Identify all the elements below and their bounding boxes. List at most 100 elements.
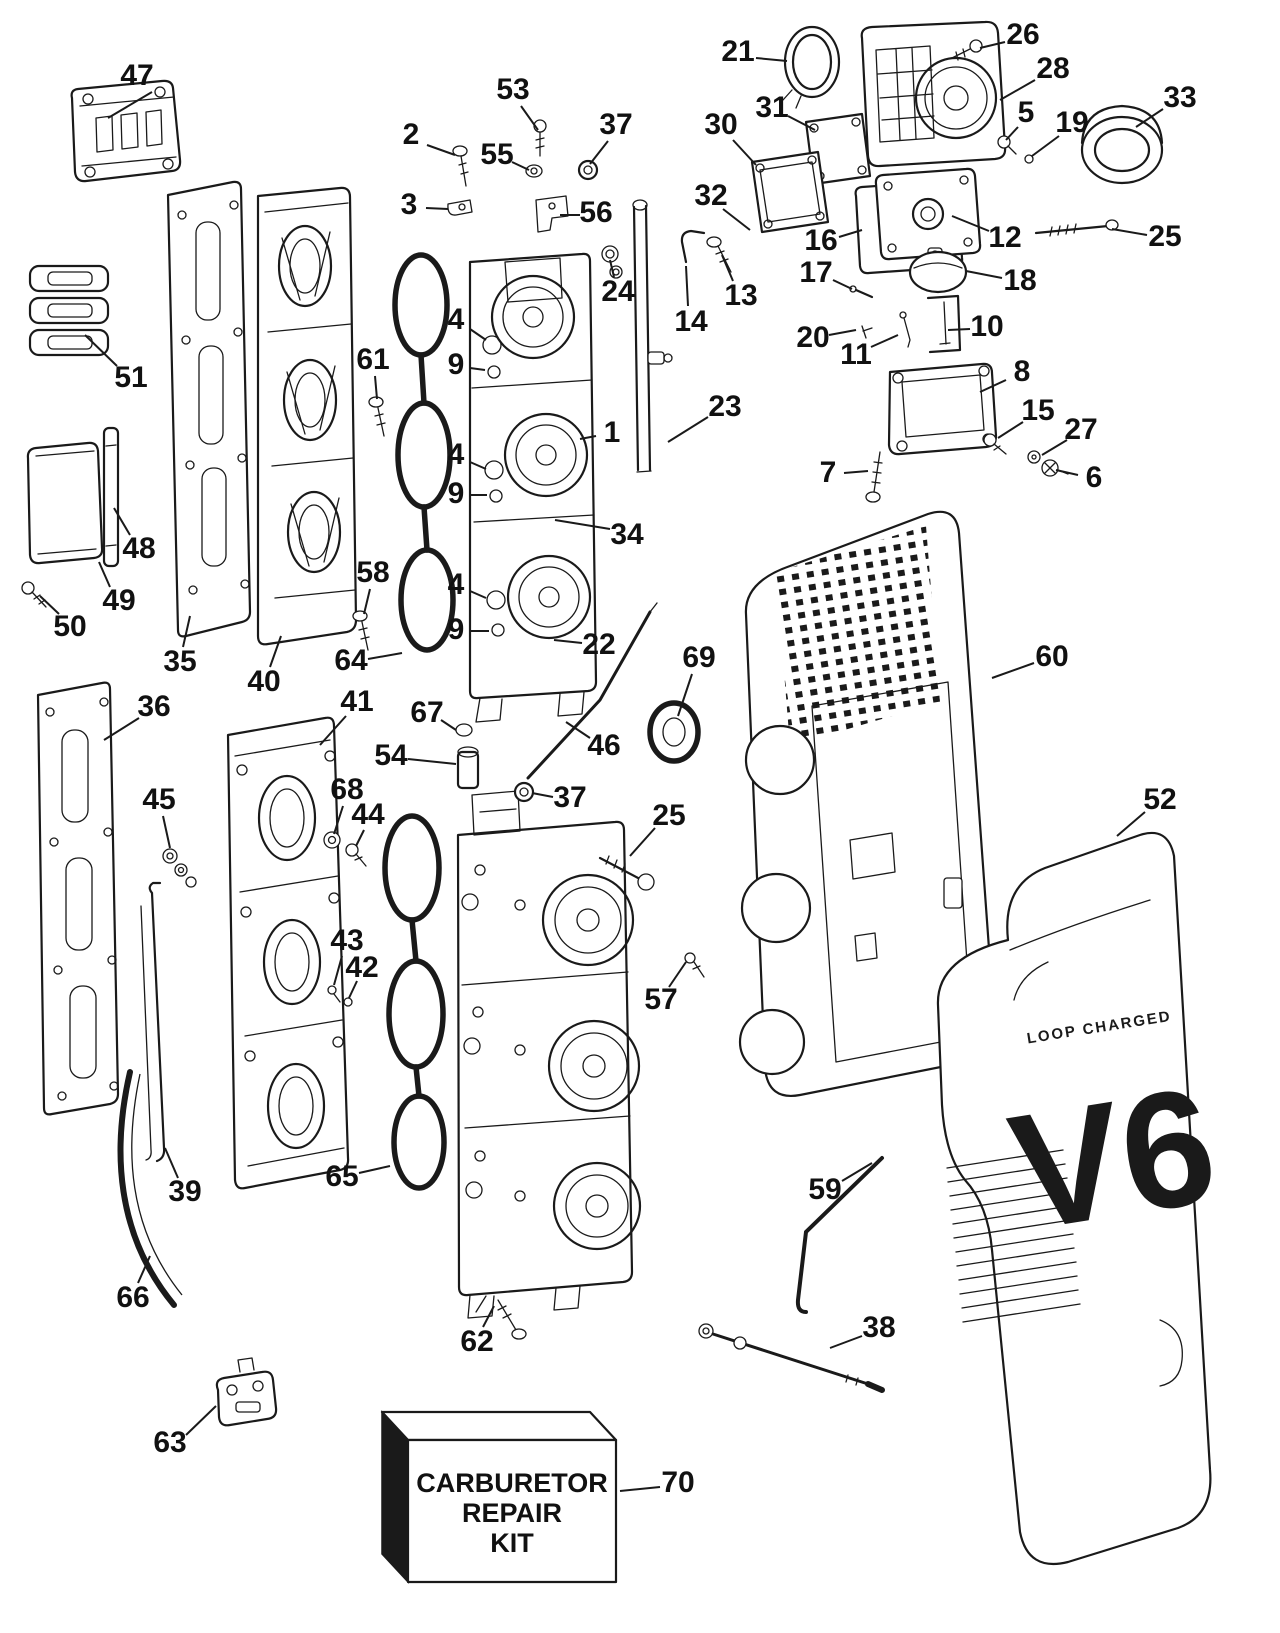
screw-50-icon bbox=[21, 581, 47, 608]
part-grommet bbox=[647, 700, 701, 764]
leader-line-53-1 bbox=[520, 105, 539, 131]
leader-line-35-49 bbox=[182, 615, 191, 648]
leader-line-34-41 bbox=[554, 519, 611, 530]
callout-9-37: 9 bbox=[448, 477, 465, 510]
leader-line-6-39 bbox=[1055, 469, 1079, 476]
part-sleeve bbox=[1080, 104, 1164, 185]
callout-7-38: 7 bbox=[820, 456, 837, 489]
leader-line-19-12 bbox=[1031, 135, 1060, 157]
leader-line-39-67 bbox=[164, 1147, 179, 1179]
leader-line-66-70 bbox=[137, 1255, 151, 1284]
callout-27-35: 27 bbox=[1064, 413, 1097, 446]
leader-line-25-18 bbox=[1111, 228, 1148, 236]
leader-line-37-61 bbox=[531, 792, 554, 798]
leader-line-8-31 bbox=[979, 379, 1007, 393]
part-gasket-plate-upper bbox=[166, 180, 252, 638]
callout-13-20: 13 bbox=[724, 279, 757, 312]
callout-52-63: 52 bbox=[1143, 783, 1176, 816]
leader-line-60-55 bbox=[991, 662, 1035, 679]
leader-line-4-36 bbox=[469, 461, 487, 470]
leader-line-11-27 bbox=[870, 334, 899, 348]
callout-37-61: 37 bbox=[553, 781, 586, 814]
leader-line-12-17 bbox=[951, 215, 990, 232]
leader-line-16-16 bbox=[838, 229, 863, 238]
kit-box-line3: KIT bbox=[490, 1528, 534, 1558]
callout-37-4: 37 bbox=[599, 108, 632, 141]
callout-26-6: 26 bbox=[1006, 18, 1039, 51]
callout-66-70: 66 bbox=[116, 1281, 149, 1314]
callout-1-33: 1 bbox=[604, 416, 621, 449]
callout-5-11: 5 bbox=[1018, 96, 1035, 129]
callout-10-28: 10 bbox=[970, 310, 1003, 343]
callout-6-39: 6 bbox=[1086, 461, 1103, 494]
kit-box-line1: CARBURETOR bbox=[416, 1468, 608, 1498]
part-v6-cover: LOOP CHARGED V6 bbox=[936, 831, 1227, 1566]
leader-line-52-63 bbox=[1116, 811, 1146, 837]
hardware-15-27-6 bbox=[983, 433, 1069, 477]
callout-15-34: 15 bbox=[1021, 394, 1054, 427]
callout-2-2: 2 bbox=[403, 118, 420, 151]
leader-line-33-10 bbox=[1135, 108, 1164, 128]
leader-line-9-25 bbox=[469, 367, 486, 371]
leader-line-50-44 bbox=[39, 595, 60, 615]
callout-40-50: 40 bbox=[247, 665, 280, 698]
callout-32-15: 32 bbox=[694, 179, 727, 212]
callout-11-27: 11 bbox=[840, 338, 872, 371]
hardware-left-screws bbox=[323, 396, 386, 1007]
leader-line-45-58 bbox=[162, 815, 171, 849]
leader-line-20-26 bbox=[828, 329, 857, 336]
leader-line-4-24 bbox=[469, 328, 487, 341]
part-fuel-pipe bbox=[632, 199, 673, 473]
leader-line-30-8 bbox=[732, 139, 757, 166]
leader-line-23-32 bbox=[667, 416, 709, 443]
callout-24-19: 24 bbox=[601, 275, 635, 308]
part-clamp-63 bbox=[215, 1357, 278, 1427]
leader-line-22-47 bbox=[553, 639, 583, 644]
callout-34-41: 34 bbox=[610, 518, 644, 551]
leader-line-51-29 bbox=[84, 334, 118, 367]
callout-25-62: 25 bbox=[652, 799, 685, 832]
leader-line-55-3 bbox=[511, 161, 530, 171]
leader-line-67-53 bbox=[440, 719, 457, 731]
leader-line-64-48 bbox=[367, 652, 403, 660]
screw-7-icon bbox=[865, 451, 883, 503]
leader-line-62-71 bbox=[482, 1305, 495, 1328]
callout-54-57: 54 bbox=[374, 739, 408, 772]
callout-60-55: 60 bbox=[1035, 640, 1068, 673]
callout-48-40: 48 bbox=[122, 532, 155, 565]
part-carburetor-upper-stack bbox=[468, 252, 598, 723]
part-manifold-lower bbox=[226, 716, 350, 1190]
leader-line-13-20 bbox=[721, 254, 734, 282]
callout-51-29: 51 bbox=[114, 361, 147, 394]
callout-44-60: 44 bbox=[351, 798, 385, 831]
kit-box: CARBURETOR REPAIR KIT bbox=[380, 1410, 618, 1584]
part-gasket-chain-upper bbox=[392, 252, 456, 653]
callout-9-46: 9 bbox=[448, 613, 465, 646]
hardware-lower-linkage bbox=[455, 723, 655, 891]
leader-line-21-5 bbox=[755, 57, 788, 62]
leader-line-58-43 bbox=[363, 588, 371, 615]
callout-64-48: 64 bbox=[334, 644, 368, 677]
callout-4-24: 4 bbox=[448, 303, 465, 336]
callout-17-21: 17 bbox=[799, 256, 832, 289]
leader-line-65-68 bbox=[358, 1165, 391, 1174]
callout-55-3: 55 bbox=[480, 138, 513, 171]
leader-line-63-73 bbox=[185, 1405, 217, 1436]
part-cover-plates bbox=[750, 112, 872, 234]
callout-67-53: 67 bbox=[410, 696, 443, 729]
leader-line-42-65 bbox=[348, 980, 358, 999]
callout-31-9: 31 bbox=[755, 91, 788, 124]
callout-36-51: 36 bbox=[137, 690, 170, 723]
leader-line-47-0 bbox=[107, 91, 153, 119]
leader-line-38-72 bbox=[829, 1335, 863, 1349]
callout-45-58: 45 bbox=[142, 783, 175, 816]
callout-28-7: 28 bbox=[1036, 52, 1069, 85]
callout-16-16: 16 bbox=[804, 224, 837, 257]
callout-58-43: 58 bbox=[356, 556, 389, 589]
callout-18-22: 18 bbox=[1003, 264, 1036, 297]
part-bolt-38 bbox=[698, 1323, 885, 1393]
leader-line-10-28 bbox=[947, 328, 971, 331]
callout-47-0: 47 bbox=[120, 59, 153, 92]
leader-line-69-54 bbox=[677, 673, 693, 717]
